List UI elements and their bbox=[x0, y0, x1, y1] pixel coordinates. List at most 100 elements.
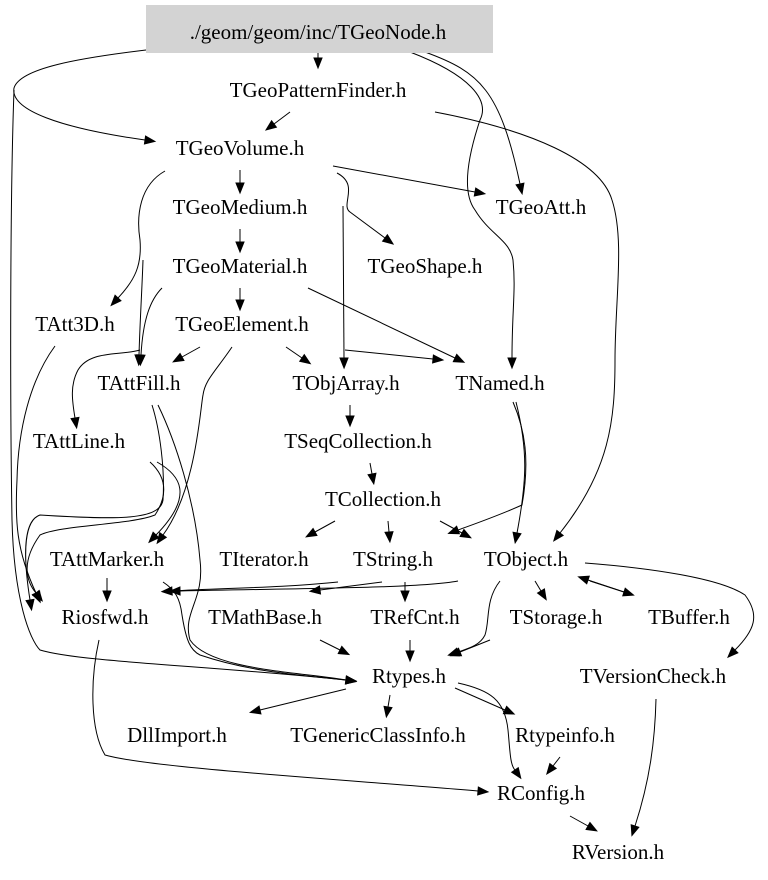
edge-root-to-TGeoAtt bbox=[424, 51, 525, 196]
edge-line bbox=[157, 404, 347, 681]
node-root[interactable]: ./geom/geom/inc/TGeoNode.h bbox=[146, 5, 493, 53]
node-label: TNamed.h bbox=[455, 371, 545, 395]
node-tatt3d[interactable]: TAtt3D.h bbox=[35, 312, 115, 336]
edge-TCollection-to-TObject bbox=[439, 520, 472, 539]
edge-line bbox=[439, 520, 463, 534]
edge-TGeoElement-to-TObjArray bbox=[285, 346, 312, 365]
node-tgeoelement[interactable]: TGeoElement.h bbox=[175, 312, 309, 336]
edge-TMathBase-to-Rtypes bbox=[319, 639, 351, 656]
edge-line bbox=[534, 580, 542, 592]
edge-line bbox=[387, 520, 390, 533]
node-label: DllImport.h bbox=[127, 723, 227, 747]
node-riosfwd[interactable]: Riosfwd.h bbox=[62, 605, 149, 629]
node-tgeopatternfinder[interactable]: TGeoPatternFinder.h bbox=[230, 78, 407, 102]
node-tstorage[interactable]: TStorage.h bbox=[510, 605, 603, 629]
edge-line bbox=[319, 639, 341, 651]
node-tgeoatt[interactable]: TGeoAtt.h bbox=[496, 195, 587, 219]
edge-TCollection-to-TString bbox=[384, 520, 394, 544]
root-node-box bbox=[146, 5, 493, 53]
edge-root-to-TGeoVolume bbox=[13, 49, 157, 145]
edge-line bbox=[138, 259, 144, 356]
edge-arrowhead bbox=[345, 415, 355, 428]
edge-line bbox=[259, 688, 347, 711]
node-tcollection[interactable]: TCollection.h bbox=[325, 487, 442, 511]
node-tobject[interactable]: TObject.h bbox=[484, 547, 569, 571]
edge-arrowhead bbox=[727, 646, 739, 659]
edge-TStorage-to-Rtypes bbox=[449, 639, 491, 657]
edge-arrowhead bbox=[172, 352, 185, 363]
node-titerator[interactable]: TIterator.h bbox=[219, 547, 309, 571]
edge-arrowhead bbox=[622, 587, 635, 597]
node-tversioncheck[interactable]: TVersionCheck.h bbox=[580, 664, 727, 688]
edge-TGeoVolume-to-TGeoAtt bbox=[332, 165, 487, 197]
edge-TGeoVolume-to-TAtt3D bbox=[110, 170, 166, 307]
node-tbuffer[interactable]: TBuffer.h bbox=[648, 605, 730, 629]
node-tgenericclassinfo[interactable]: TGenericClassInfo.h bbox=[290, 723, 466, 747]
edge-arrowhead bbox=[25, 598, 35, 612]
node-tgeoshape[interactable]: TGeoShape.h bbox=[368, 254, 483, 278]
edge-line bbox=[424, 51, 521, 185]
node-label: TString.h bbox=[353, 547, 433, 571]
node-trefcnt[interactable]: TRefCnt.h bbox=[370, 605, 460, 629]
edge-line bbox=[15, 345, 56, 594]
node-label: TGeoElement.h bbox=[175, 312, 309, 336]
node-rtypeinfo[interactable]: Rtypeinfo.h bbox=[515, 723, 615, 747]
edge-arrowhead bbox=[305, 527, 318, 538]
edges-layer bbox=[10, 49, 755, 837]
edge-TObjArray-to-TNamed bbox=[344, 349, 445, 364]
edge-TAttMarker-to-Riosfwd bbox=[102, 578, 112, 603]
node-tnamed[interactable]: TNamed.h bbox=[455, 371, 545, 395]
node-label: RVersion.h bbox=[572, 840, 665, 864]
node-rconfig[interactable]: RConfig.h bbox=[497, 781, 586, 805]
edge-Rtypes-to-Rtypeinfo bbox=[454, 687, 516, 715]
edge-arrowhead bbox=[168, 586, 181, 596]
edge-arrowhead bbox=[502, 705, 516, 715]
edge-line bbox=[342, 205, 345, 359]
node-label: TIterator.h bbox=[219, 547, 309, 571]
edge-arrowhead bbox=[577, 575, 590, 585]
edge-arrowhead bbox=[452, 353, 466, 363]
edge-arrowhead bbox=[308, 585, 322, 595]
edge-arrowhead bbox=[110, 294, 122, 307]
edge-arrowhead bbox=[552, 529, 565, 542]
node-tgeovolume[interactable]: TGeoVolume.h bbox=[176, 136, 305, 160]
node-label: Riosfwd.h bbox=[62, 605, 149, 629]
node-label: TGeoMedium.h bbox=[173, 195, 308, 219]
node-tattmarker[interactable]: TAttMarker.h bbox=[50, 547, 165, 571]
edge-line bbox=[92, 639, 479, 792]
edge-line bbox=[634, 698, 657, 827]
node-label: Rtypeinfo.h bbox=[515, 723, 615, 747]
node-tgeomedium[interactable]: TGeoMedium.h bbox=[173, 195, 308, 219]
node-tseqcollection[interactable]: TSeqCollection.h bbox=[284, 429, 432, 453]
edge-TGeoVolume-to-TGeoMedium bbox=[235, 170, 245, 195]
edge-line bbox=[273, 111, 291, 125]
node-rtypes[interactable]: Rtypes.h bbox=[372, 664, 447, 688]
edge-RConfig-to-RVersion bbox=[569, 815, 598, 832]
node-dllimport[interactable]: DllImport.h bbox=[127, 723, 227, 747]
edge-TObject-to-Riosfwd bbox=[168, 580, 459, 596]
node-tmathbase[interactable]: TMathBase.h bbox=[208, 605, 322, 629]
edge-line bbox=[10, 89, 347, 681]
edge-arrowhead bbox=[136, 354, 146, 367]
edge-arrowhead bbox=[383, 705, 393, 719]
edge-line bbox=[515, 401, 526, 534]
edge-Rtypes-to-TGenericClassInfo bbox=[383, 694, 393, 719]
node-label: TGeoMaterial.h bbox=[173, 254, 308, 278]
edge-arrowhead bbox=[143, 135, 157, 145]
node-tgeomaterial[interactable]: TGeoMaterial.h bbox=[173, 254, 308, 278]
node-tobjarray[interactable]: TObjArray.h bbox=[292, 371, 400, 395]
edge-arrowhead bbox=[512, 531, 522, 545]
edge-line bbox=[459, 639, 491, 653]
edge-TCollection-to-TIterator bbox=[305, 520, 336, 538]
edge-arrowhead bbox=[235, 182, 245, 195]
node-tattfill[interactable]: TAttFill.h bbox=[98, 371, 181, 395]
edge-line bbox=[587, 579, 625, 593]
edge-TBuffer-to-TObject bbox=[577, 575, 625, 593]
edge-Rtypeinfo-to-RConfig bbox=[546, 756, 561, 775]
edge-arrowhead bbox=[70, 416, 80, 430]
edge-line bbox=[181, 346, 201, 358]
node-tattline[interactable]: TAttLine.h bbox=[33, 429, 126, 453]
node-rversion[interactable]: RVersion.h bbox=[572, 840, 665, 864]
node-tstring[interactable]: TString.h bbox=[353, 547, 433, 571]
